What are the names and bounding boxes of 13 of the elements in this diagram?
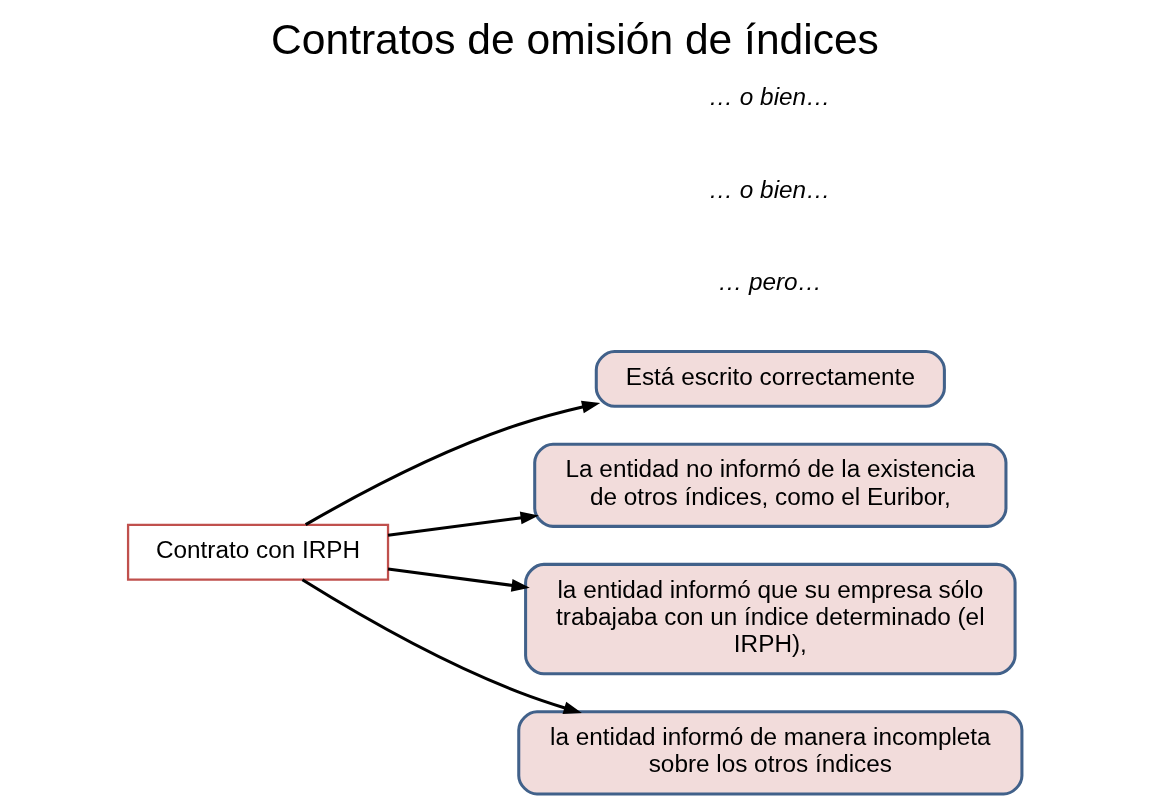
node-box: la entidad informó de manera incompleta sobre los otros índices <box>516 710 1023 796</box>
node-box: La entidad no informó de la existencia de otros índices, como el Euribor, <box>532 442 1007 528</box>
arrow <box>387 511 539 537</box>
node-box: la entidad informó que su empresa sólo trabajaba con un índice determinado (el IRPH), <box>523 562 1017 676</box>
diagram-title: Contratos de omisión de índices <box>270 15 879 64</box>
node-box: Está escrito correctamente <box>594 350 946 408</box>
arrow <box>387 567 530 592</box>
node-box: Contrato con IRPH <box>126 523 389 581</box>
label: … o bien… <box>708 82 830 110</box>
label: … pero… <box>717 268 822 296</box>
label: … o bien… <box>708 175 830 203</box>
arrow <box>304 400 600 526</box>
arrow <box>301 578 582 714</box>
